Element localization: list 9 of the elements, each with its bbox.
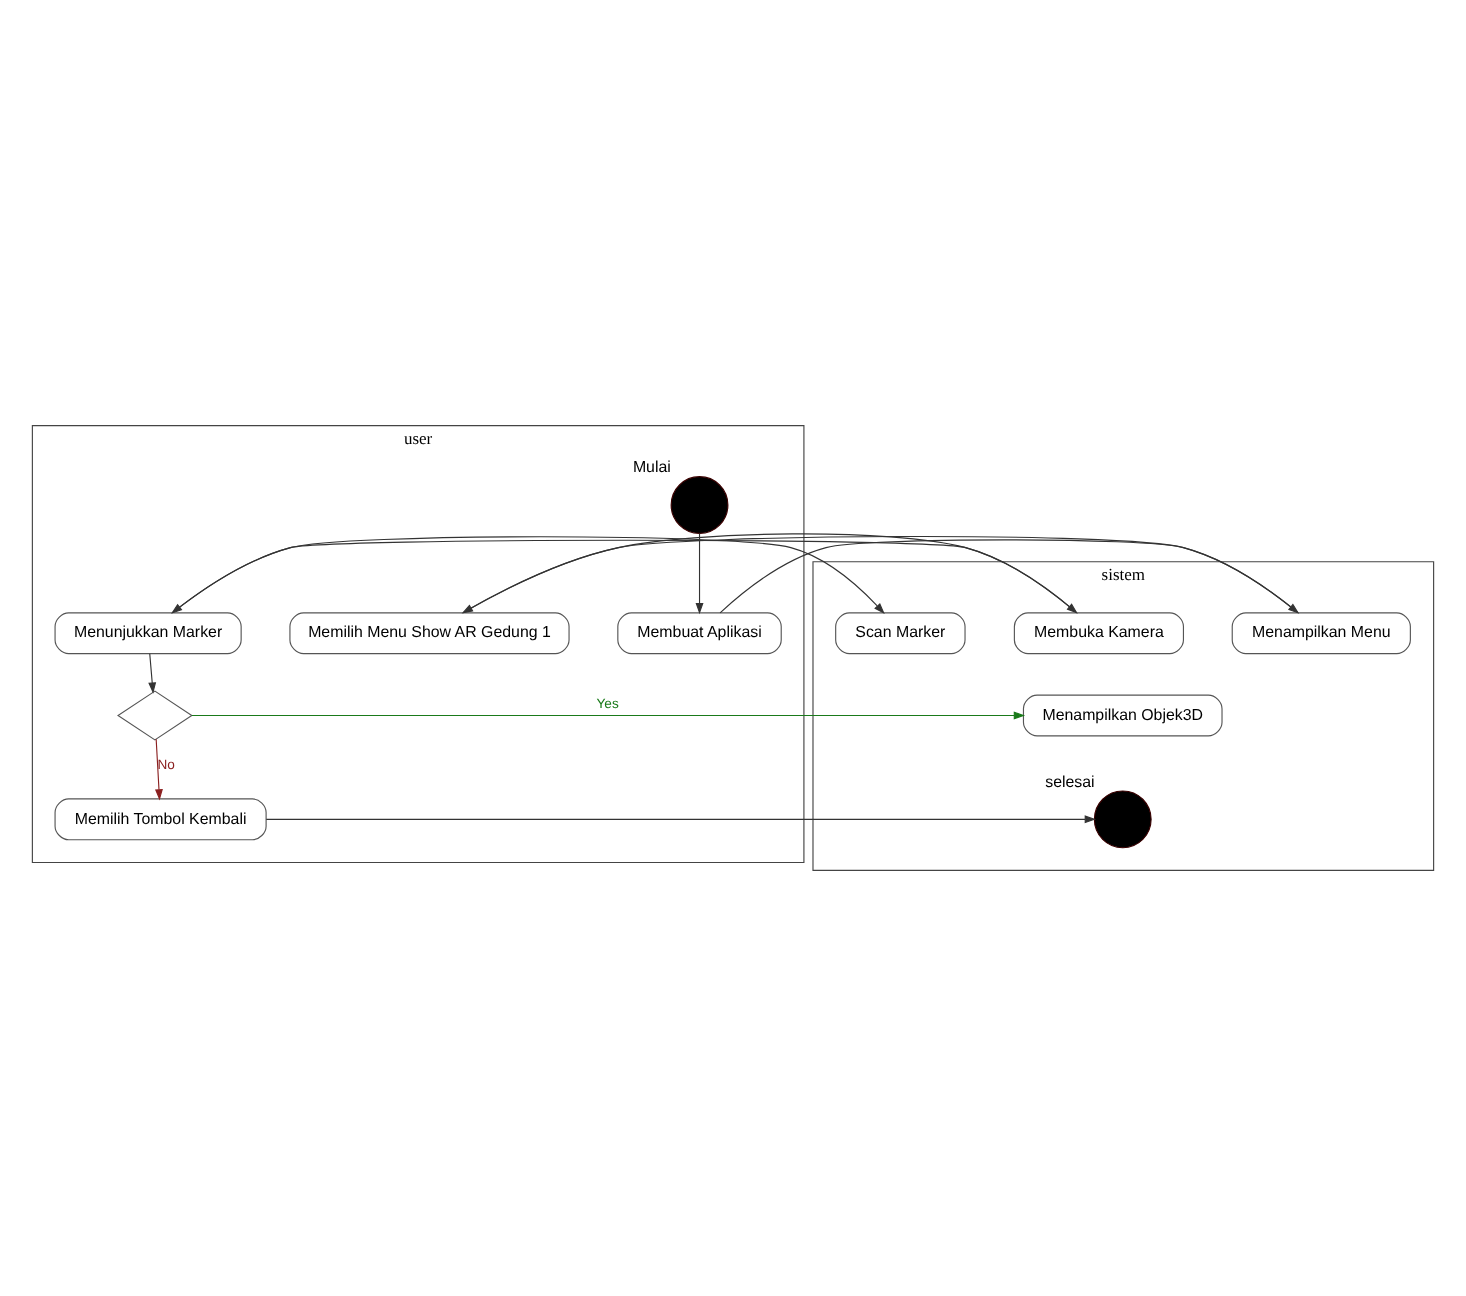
arrow [148, 653, 157, 694]
node-circle [1093, 790, 1152, 849]
arrow [171, 536, 885, 615]
node-diamond [117, 690, 193, 741]
arrow [155, 738, 163, 801]
node-circle [670, 476, 729, 534]
arrow [191, 711, 1026, 720]
arrow [695, 532, 704, 615]
arrow [265, 815, 1097, 824]
